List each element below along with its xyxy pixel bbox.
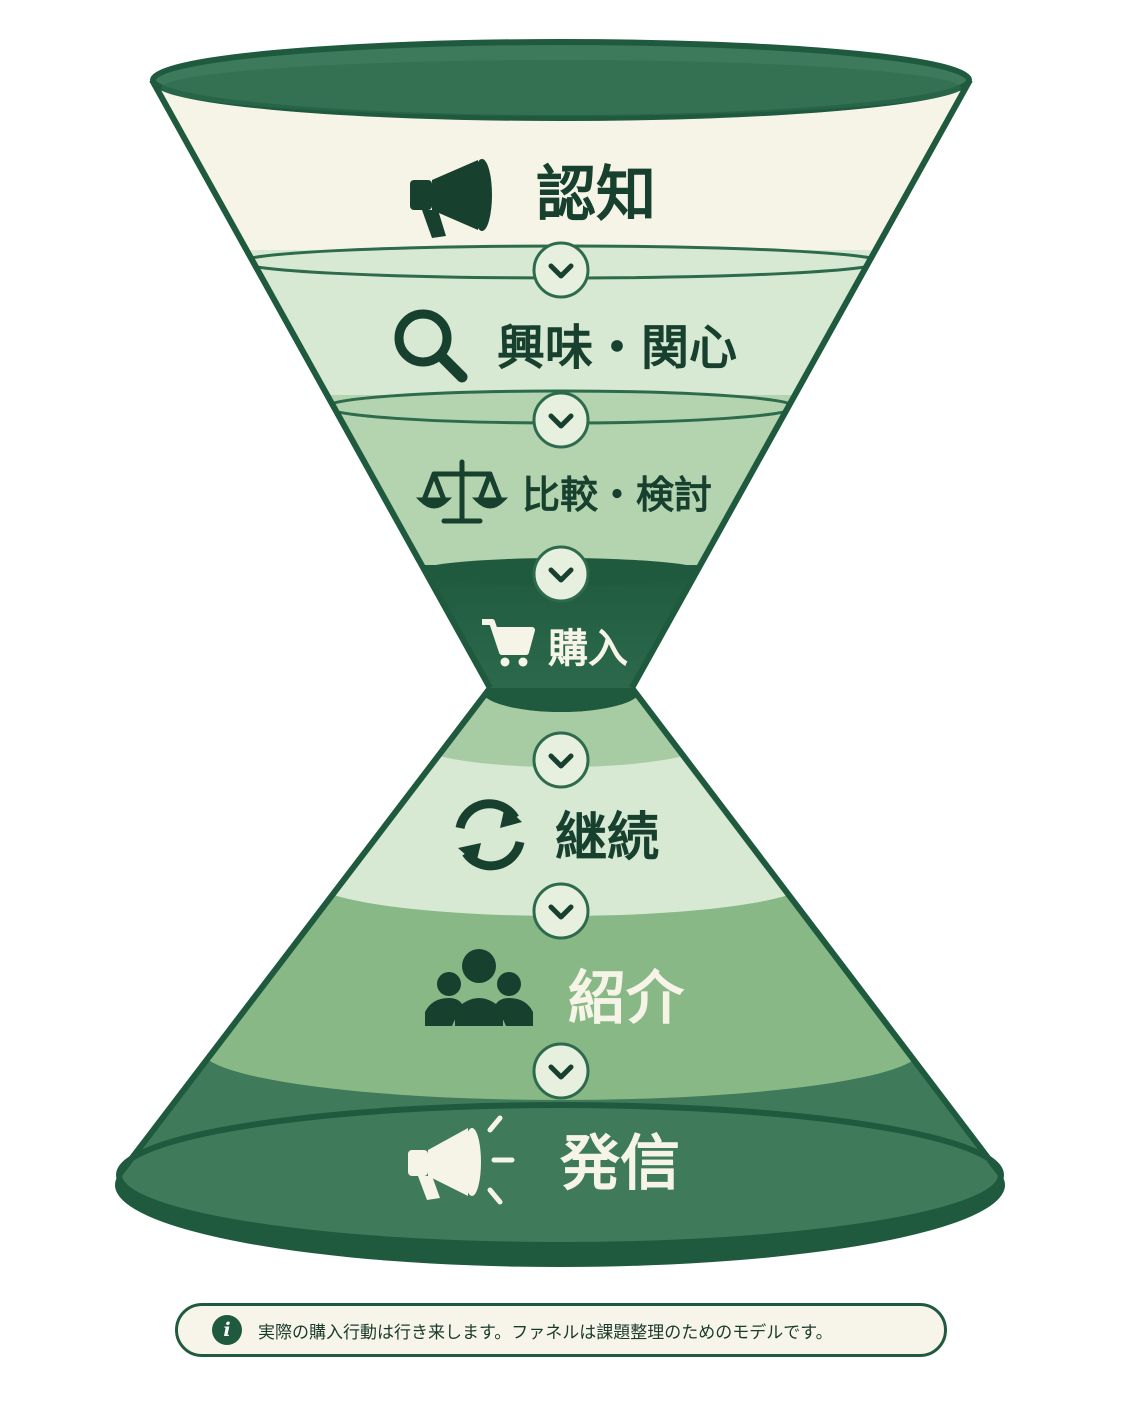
connector-3 — [532, 545, 590, 603]
connector-6 — [532, 1042, 590, 1100]
people-icon — [425, 949, 533, 1026]
stage-label-purchase: 購入 — [548, 626, 628, 672]
chevron-down-icon — [548, 753, 574, 769]
info-icon: i — [212, 1315, 242, 1345]
note-text: 実際の購入行動は行き来します。ファネルは課題整理のためのモデルです。 — [258, 1322, 833, 1343]
stage-label-broadcast: 発信 — [560, 1129, 680, 1199]
stage-label-continue: 継続 — [555, 808, 659, 868]
note-banner: i 実際の購入行動は行き来します。ファネルは課題整理のためのモデルです。 — [175, 1303, 947, 1357]
stage-label-refer: 紹介 — [568, 964, 685, 1032]
cart-icon — [482, 619, 535, 667]
chevron-down-icon — [548, 263, 574, 279]
stage-label-compare: 比較・検討 — [522, 473, 712, 517]
ring-neck-lower — [481, 688, 641, 712]
broadcast-megaphone-icon — [408, 1115, 515, 1205]
chevron-down-icon — [548, 1064, 574, 1080]
connector-2 — [532, 391, 590, 449]
stage-label-interest: 興味・関心 — [497, 320, 737, 376]
connector-5 — [532, 882, 590, 940]
ring-refer — [311, 844, 811, 916]
connector-4 — [532, 731, 590, 789]
magnifier-icon — [394, 309, 468, 383]
top-rim-inner — [161, 60, 961, 116]
chevron-down-icon — [548, 413, 574, 429]
upper-outline — [149, 78, 973, 690]
chevron-down-icon — [548, 567, 574, 583]
stage-label-awareness: 認知 — [536, 160, 656, 230]
scale-icon — [415, 459, 509, 524]
refresh-icon — [455, 799, 525, 871]
chevron-down-icon — [548, 904, 574, 920]
connector-1 — [532, 241, 590, 299]
megaphone-icon — [410, 159, 492, 238]
lower-outline — [116, 686, 1004, 1177]
